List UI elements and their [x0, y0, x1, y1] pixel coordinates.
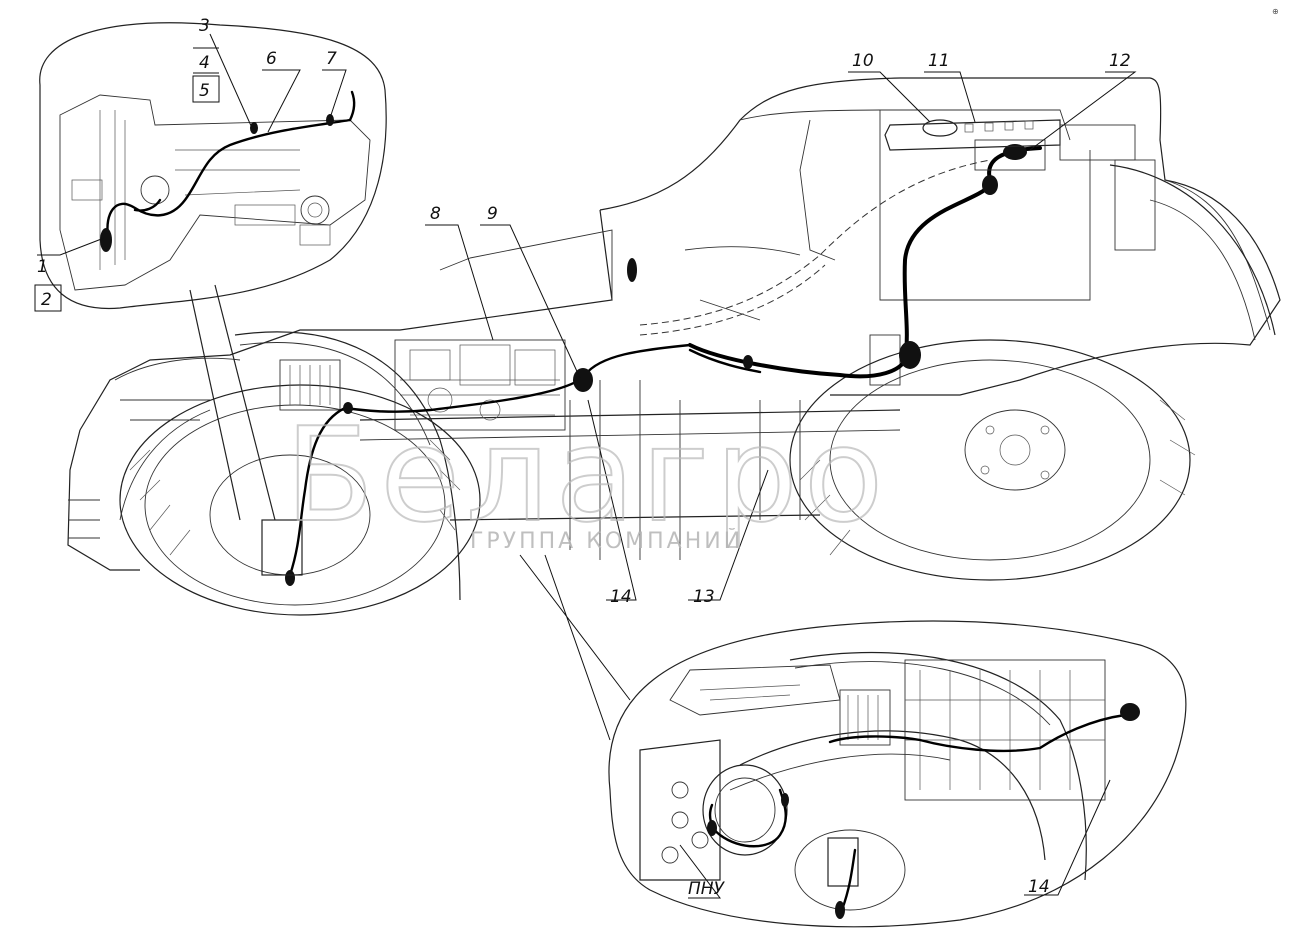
callout-8: 8: [430, 204, 441, 224]
front-wheel: [119, 359, 481, 616]
dashboard-panel: [884, 119, 1136, 171]
callout-11: 11: [928, 51, 950, 71]
callout-2: 2: [41, 290, 52, 310]
callout-14-inset: 14: [1028, 877, 1050, 897]
callout-7: 7: [326, 49, 337, 69]
callout-12: 12: [1109, 51, 1131, 71]
rear-wheel: [789, 339, 1196, 581]
callout-9: 9: [487, 204, 498, 224]
callout-leaders: [37, 33, 1137, 899]
callout-4: 4: [199, 53, 210, 73]
callout-1: 1: [37, 257, 48, 277]
inset-bottom-right: [608, 620, 1187, 928]
tractor-main-view: [67, 77, 1281, 616]
callout-6: 6: [266, 49, 277, 69]
watermark: Белагро ГРУППА КОМПАНИЙ: [284, 398, 889, 554]
callout-10: 10: [852, 51, 874, 71]
watermark-brand: Белагро: [285, 399, 889, 551]
harness-main: [285, 144, 1042, 586]
callout-14-main: 14: [610, 587, 632, 607]
callout-13: 13: [693, 587, 715, 607]
callout-pnu: ПНУ: [688, 879, 726, 899]
callout-3: 3: [199, 16, 210, 36]
engine-block: [394, 339, 566, 431]
callout-5: 5: [199, 81, 210, 101]
inset-top-left: [39, 22, 387, 310]
corner-mark: ⊕: [1272, 7, 1279, 16]
watermark-subtitle: ГРУППА КОМПАНИЙ: [470, 528, 743, 554]
